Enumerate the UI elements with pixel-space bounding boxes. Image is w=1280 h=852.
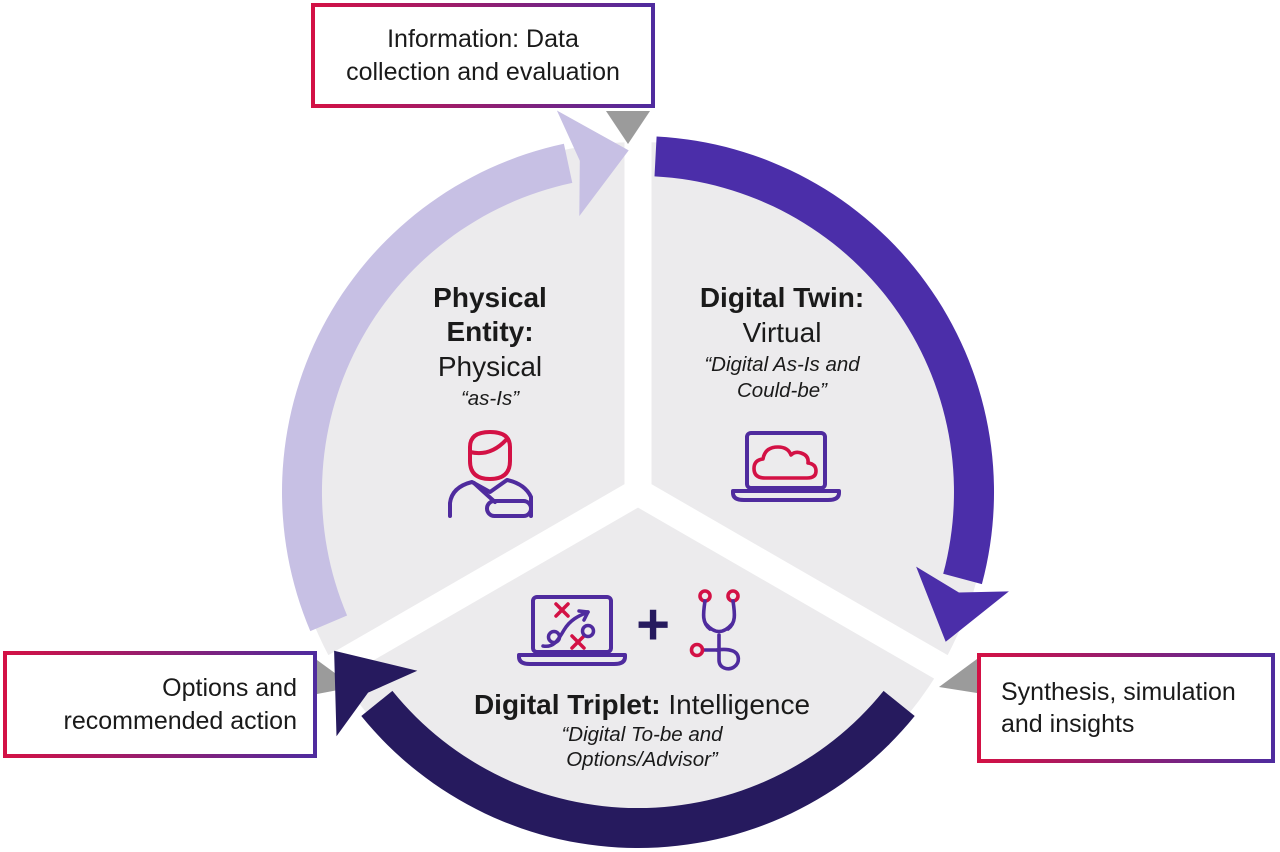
physical-entity-quote: “as-Is”	[460, 386, 520, 410]
digital-triplet-quote: “Digital To-be and Options/Advisor”	[561, 722, 723, 772]
digital-twin-subtitle: Virtual	[742, 316, 822, 348]
digital-twin-title: Digital Twin:	[699, 282, 865, 313]
callout-information-label: Information: Data collection and evaluat…	[346, 25, 620, 86]
person-icon	[448, 430, 533, 518]
plus-sign: +	[636, 592, 670, 657]
physical-entity-subtitle: Physical	[437, 350, 543, 382]
cycle-arc-synthesis	[654, 136, 995, 585]
segment-dividers	[309, 120, 967, 690]
digital-triplet-title: Digital Triplet: Intelligence	[473, 689, 811, 720]
cycle-arc-information	[282, 143, 573, 632]
segment-physical-entity: Physical Entity: Physical “as-Is”	[385, 281, 595, 412]
callout-synthesis-label: Synthesis, simulation and insights	[1001, 677, 1236, 739]
cycle-arc-options	[361, 690, 915, 849]
laptop-cloud-icon	[731, 431, 841, 502]
segment-digital-twin: Digital Twin: Virtual “Digital As-Is and…	[662, 281, 902, 403]
cycle-arrowhead-options	[334, 650, 418, 737]
callout-information: Information: Data collection and evaluat…	[311, 3, 655, 108]
physical-entity-title: Physical Entity:	[433, 282, 547, 347]
callout-pointer-right	[939, 659, 977, 693]
callout-pointer-top	[606, 111, 650, 144]
digital-twin-quote: “Digital As-Is and Could-be”	[704, 352, 860, 402]
segment-digital-triplet: Digital Triplet: Intelligence “Digital T…	[420, 688, 864, 773]
callout-synthesis: Synthesis, simulation and insights	[977, 653, 1275, 763]
laptop-strategy-icon	[517, 595, 627, 666]
stethoscope-icon	[689, 589, 741, 671]
cycle-arrowhead-information	[556, 110, 629, 217]
callout-options: Options and recommended action	[3, 651, 317, 758]
cycle-arrowhead-synthesis	[916, 566, 1009, 642]
callout-options-label: Options and recommended action	[63, 674, 297, 735]
